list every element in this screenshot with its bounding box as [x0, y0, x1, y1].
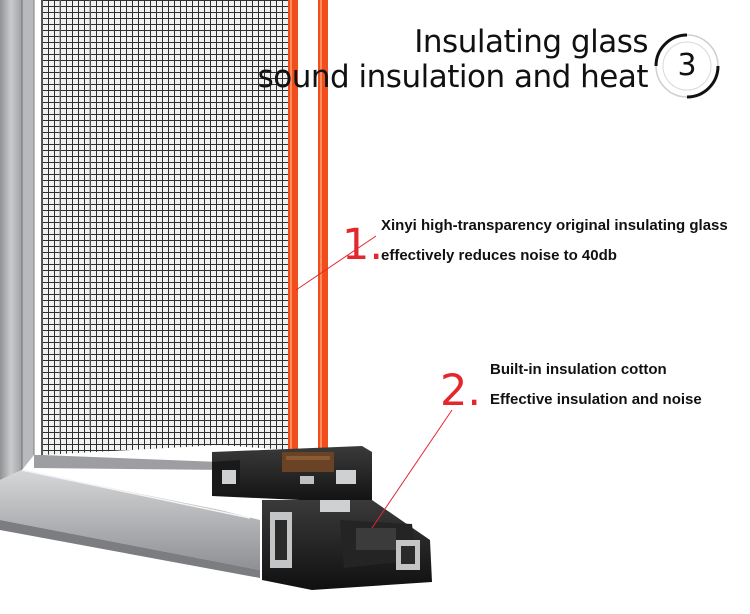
step-badge: 3: [652, 31, 722, 101]
frame-profile: [262, 500, 432, 590]
insulating-glass-panes: [288, 0, 328, 452]
title-line-1: Insulating glass: [414, 24, 648, 60]
callout-marker-1: 1.: [342, 220, 384, 270]
callout-2-line-1: Built-in insulation cotton: [490, 361, 667, 378]
screen-rail: [34, 455, 228, 470]
callout-2-line-2: Effective insulation and noise: [490, 391, 702, 408]
insect-screen: [41, 0, 288, 455]
leader-line-1: [295, 235, 377, 291]
callout-1-line-1: Xinyi high-transparency original insulat…: [381, 217, 728, 234]
sash-profile: [212, 446, 372, 505]
title-line-2: sound insulation and heat: [257, 59, 649, 95]
callout-1-line-2: effectively reduces noise to 40db: [381, 247, 617, 264]
leader-line-2: [371, 409, 453, 529]
step-badge-ring-icon: [654, 33, 720, 99]
bottom-sill: [0, 469, 260, 578]
outer-frame: [0, 0, 35, 480]
step-number: 3: [677, 48, 697, 83]
callout-marker-2: 2.: [440, 366, 482, 416]
